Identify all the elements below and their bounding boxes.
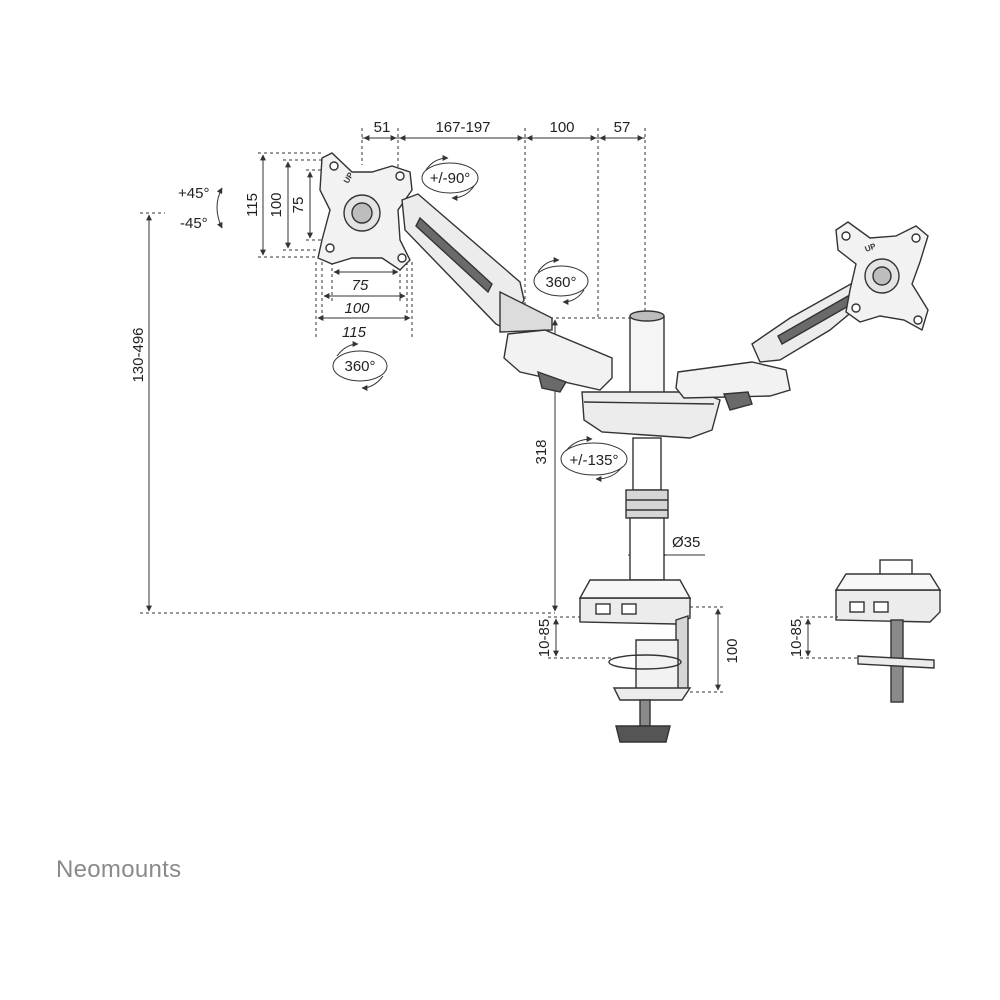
dim-height-range: 130-496 — [130, 327, 147, 382]
dim-vesa-75-v: 75 — [290, 197, 307, 214]
grommet-range-dim — [800, 616, 860, 659]
right-plate-up-label: UP — [864, 241, 878, 253]
right-arm — [675, 279, 867, 411]
desk-clamp — [578, 579, 692, 743]
dim-pole-height: 318 — [533, 439, 550, 464]
rotate-360-arm-label: 360° — [545, 274, 576, 291]
pole — [581, 310, 721, 581]
swivel-90-badge: +/-90° — [421, 155, 479, 201]
tilt-up-label: +45° — [178, 185, 209, 202]
dim-clamp-range: 10-85 — [536, 619, 553, 657]
brand-logo: Neomounts — [56, 856, 182, 883]
dim-clamp-height: 100 — [724, 638, 741, 663]
rotate-360-arm-badge: 360° — [533, 257, 589, 305]
dim-vesa-115-h: 115 — [342, 324, 367, 341]
left-vesa-plate — [317, 152, 413, 271]
dim-vesa-100-v: 100 — [268, 192, 285, 217]
clamp-height-dim — [690, 606, 725, 693]
dim-57: 57 — [614, 119, 631, 136]
left-arm — [401, 193, 613, 393]
swivel-90-label: +/-90° — [430, 170, 471, 187]
swivel-135-label: +/-135° — [570, 452, 619, 469]
clamp-range-dim — [548, 616, 615, 659]
right-vesa-plate — [835, 221, 929, 332]
grommet-mount — [834, 559, 942, 703]
dim-pole-diameter: Ø35 — [672, 534, 700, 551]
rotate-360-plate-label: 360° — [344, 358, 375, 375]
dim-100-top: 100 — [549, 119, 574, 136]
dim-vesa-75-h: 75 — [352, 277, 369, 294]
height-range-dim — [140, 212, 555, 614]
tilt-arrow-icon — [216, 187, 223, 229]
dim-51: 51 — [374, 119, 391, 136]
rotate-360-plate-badge: 360° — [332, 341, 388, 391]
swivel-135-badge: +/-135° — [560, 436, 628, 482]
dim-grommet-range: 10-85 — [788, 619, 805, 657]
dim-vesa-115-v: 115 — [244, 193, 261, 217]
dim-167-197: 167-197 — [435, 119, 490, 136]
tilt-down-label: -45° — [180, 215, 208, 232]
vesa-vertical-dims — [258, 152, 322, 258]
dim-vesa-100-h: 100 — [344, 300, 370, 317]
